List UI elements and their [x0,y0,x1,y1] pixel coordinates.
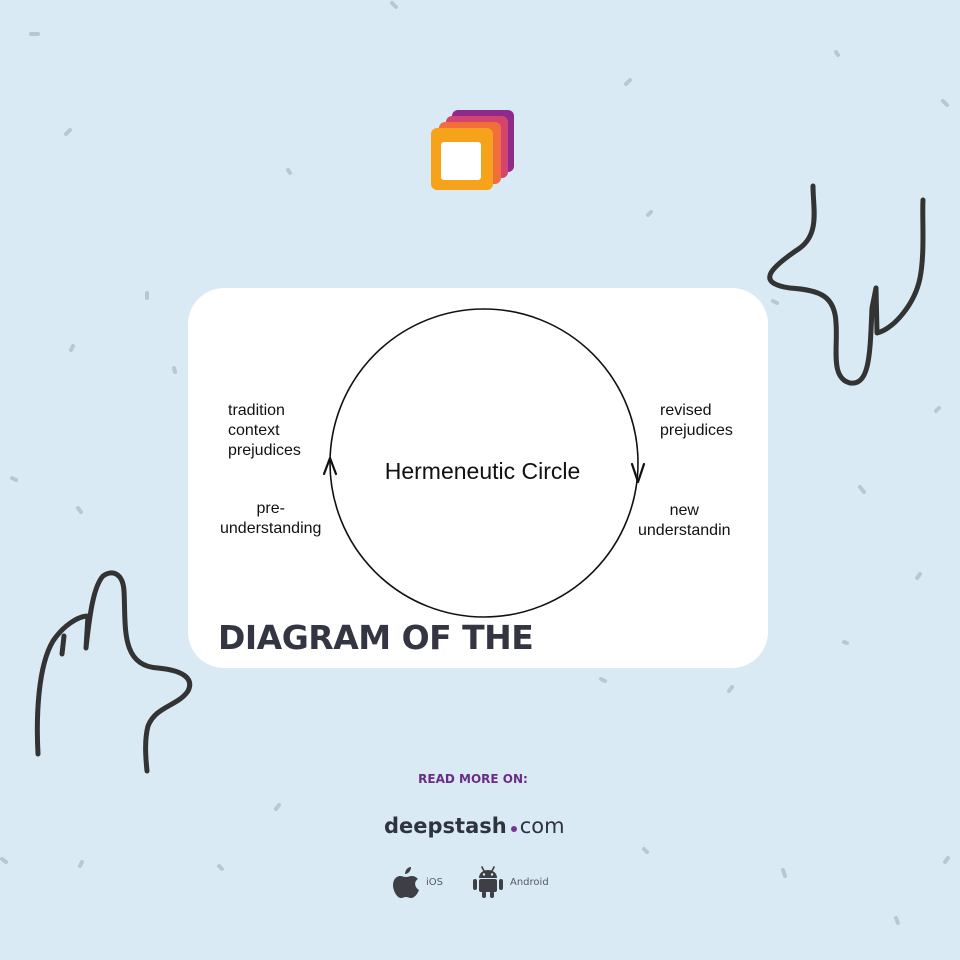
android-icon [473,866,503,898]
label-revised-prejudices: revised prejudices [660,402,733,439]
right-hand-doodle [767,183,926,386]
ios-store-link[interactable]: iOS [392,864,443,900]
label-tradition-context-prejudices: tradition context prejudices [228,402,301,459]
site-link[interactable]: deepstash com [384,814,565,838]
label-new-understanding: new understandin [638,502,731,539]
circle-title: Hermeneutic Circle [384,458,581,484]
site-name: deepstash [384,814,507,838]
dot-icon [510,826,517,832]
deepstash-logo-icon [431,110,514,190]
apple-icon [393,867,419,898]
android-label: Android [510,876,549,888]
down-arrow-icon [630,462,646,484]
left-hand-doodle [34,570,193,774]
read-more-label: READ MORE ON: [418,772,528,786]
hermeneutic-circle [329,308,639,618]
ios-label: iOS [426,876,443,888]
card-heading: DIAGRAM OF THE [218,618,534,657]
android-store-link[interactable]: Android [472,864,549,900]
hermeneutic-circle-diagram [322,308,646,618]
label-pre-understanding: pre- understanding [220,500,322,537]
site-tld: com [519,814,565,838]
content-card: tradition context prejudices pre- unders… [188,288,768,668]
up-arrow-icon [322,456,338,476]
